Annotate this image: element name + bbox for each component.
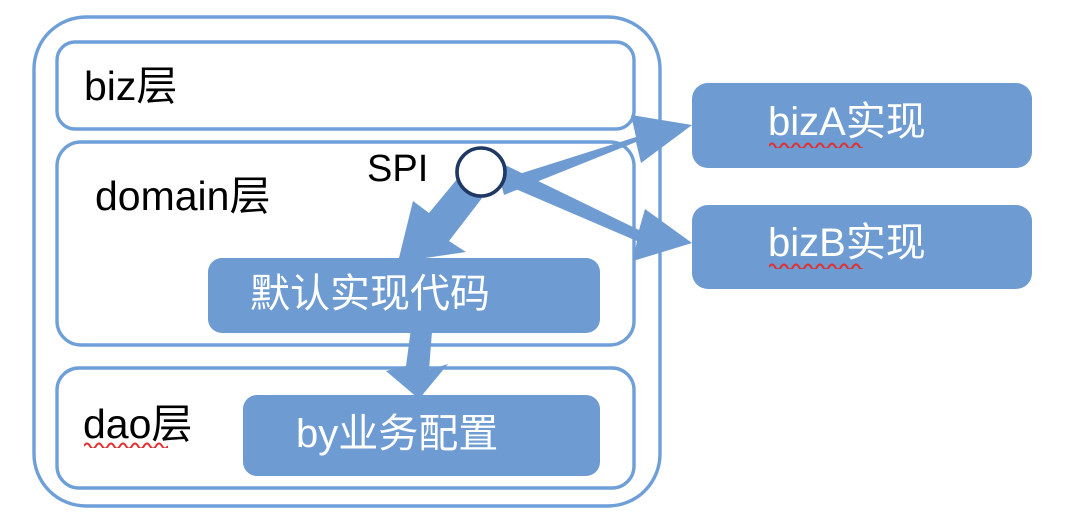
box-by-business-config[interactable]: [243, 395, 600, 476]
box-label-bizA: bizA实现: [768, 100, 926, 144]
arrow-spi-to-bizA: [500, 115, 692, 195]
layer-label-domain: domain层: [95, 173, 271, 219]
layer-box-dao: [55, 366, 636, 490]
layer-box-domain: [55, 140, 636, 347]
spi-label: SPI: [367, 148, 429, 190]
layer-label-biz: biz层: [84, 63, 178, 109]
spi-circle-icon[interactable]: [455, 146, 507, 198]
spellcheck-underline-bizA: [769, 142, 863, 148]
spellcheck-underline-dao: [84, 442, 168, 448]
box-label-default-impl: 默认实现代码: [250, 272, 490, 316]
box-bizA[interactable]: [692, 83, 1032, 168]
box-label-by-business-config: by业务配置: [296, 412, 499, 456]
layer-label-dao: dao层: [83, 401, 193, 447]
application-container: [32, 15, 662, 508]
layer-box-biz: [55, 40, 636, 131]
spellcheck-underline-bizB: [769, 263, 863, 269]
box-default-impl[interactable]: [208, 258, 600, 333]
arrow-spi-to-bizB: [497, 163, 692, 261]
arrow-default-impl-to-config: [386, 319, 448, 399]
box-label-bizB: bizB实现: [768, 221, 926, 265]
